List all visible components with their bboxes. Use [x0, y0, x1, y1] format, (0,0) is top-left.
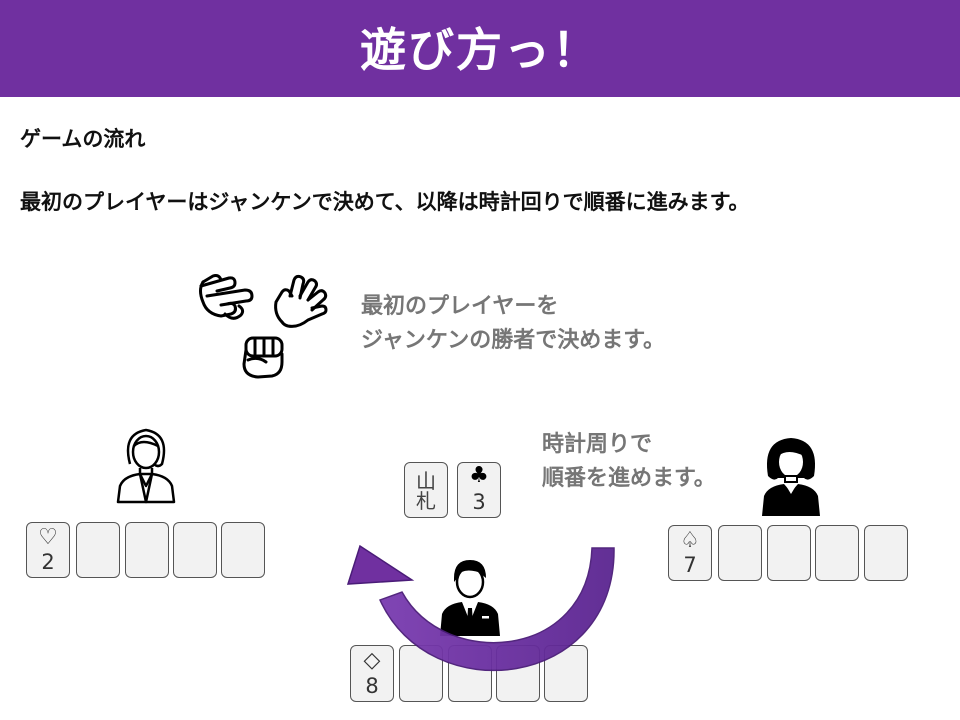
bottom-player-face-card[interactable]: ◇ 8	[350, 645, 394, 702]
deck-top-card[interactable]: ♣ 3	[457, 462, 501, 518]
deck-pile-label-bottom: 札	[416, 489, 436, 513]
spade-suit: ♤	[680, 528, 700, 553]
woman-icon	[116, 428, 176, 504]
deck-pile-label-top: 山	[416, 469, 436, 493]
right-player-face-card[interactable]: ♤ 7	[668, 525, 712, 581]
paper-hand-icon	[274, 274, 328, 328]
right-player-rank: 7	[683, 553, 697, 577]
deck-pile[interactable]: 山 札	[404, 462, 448, 518]
rock-hand-icon	[242, 336, 284, 379]
scissors-hand-icon	[199, 274, 254, 320]
bottom-player-rank: 8	[365, 674, 379, 698]
section-heading: ゲームの流れ	[20, 127, 146, 151]
left-player-card[interactable]	[221, 522, 265, 578]
clockwise-caption: 時計周りで 順番を進めます。	[542, 428, 716, 496]
rps-caption-line2: ジャンケンの勝者で決めます。	[361, 328, 666, 353]
left-player-card[interactable]	[76, 522, 120, 578]
rps-caption: 最初のプレイヤーを ジャンケンの勝者で決めます。	[361, 290, 665, 358]
woman-dark-icon	[762, 438, 820, 516]
clockwise-arrow-icon	[346, 544, 615, 672]
man-suit-icon	[440, 560, 500, 636]
club-suit: ♣	[469, 463, 489, 488]
heart-suit: ♡	[38, 525, 58, 550]
diamond-suit: ◇	[363, 648, 381, 673]
right-player-card[interactable]	[718, 525, 762, 581]
left-player-card[interactable]	[125, 522, 169, 578]
clockwise-caption-line1: 時計周りで	[542, 432, 653, 457]
rps-caption-line1: 最初のプレイヤーを	[361, 294, 559, 319]
left-player-rank: 2	[41, 550, 55, 574]
clockwise-caption-line2: 順番を進めます。	[542, 466, 716, 491]
left-player-face-card[interactable]: ♡ 2	[26, 522, 70, 578]
right-player-card[interactable]	[767, 525, 811, 581]
rules-text: 最初のプレイヤーはジャンケンで決めて、以降は時計回りで順番に進みます。	[20, 190, 750, 214]
deck-top-rank: 3	[472, 490, 486, 514]
title-banner: 遊び方っ！	[0, 0, 960, 97]
right-player-card[interactable]	[815, 525, 859, 581]
bottom-player-card[interactable]	[544, 645, 588, 702]
page-title: 遊び方っ！	[360, 22, 600, 77]
right-player-card[interactable]	[864, 525, 908, 581]
left-player-card[interactable]	[173, 522, 217, 578]
